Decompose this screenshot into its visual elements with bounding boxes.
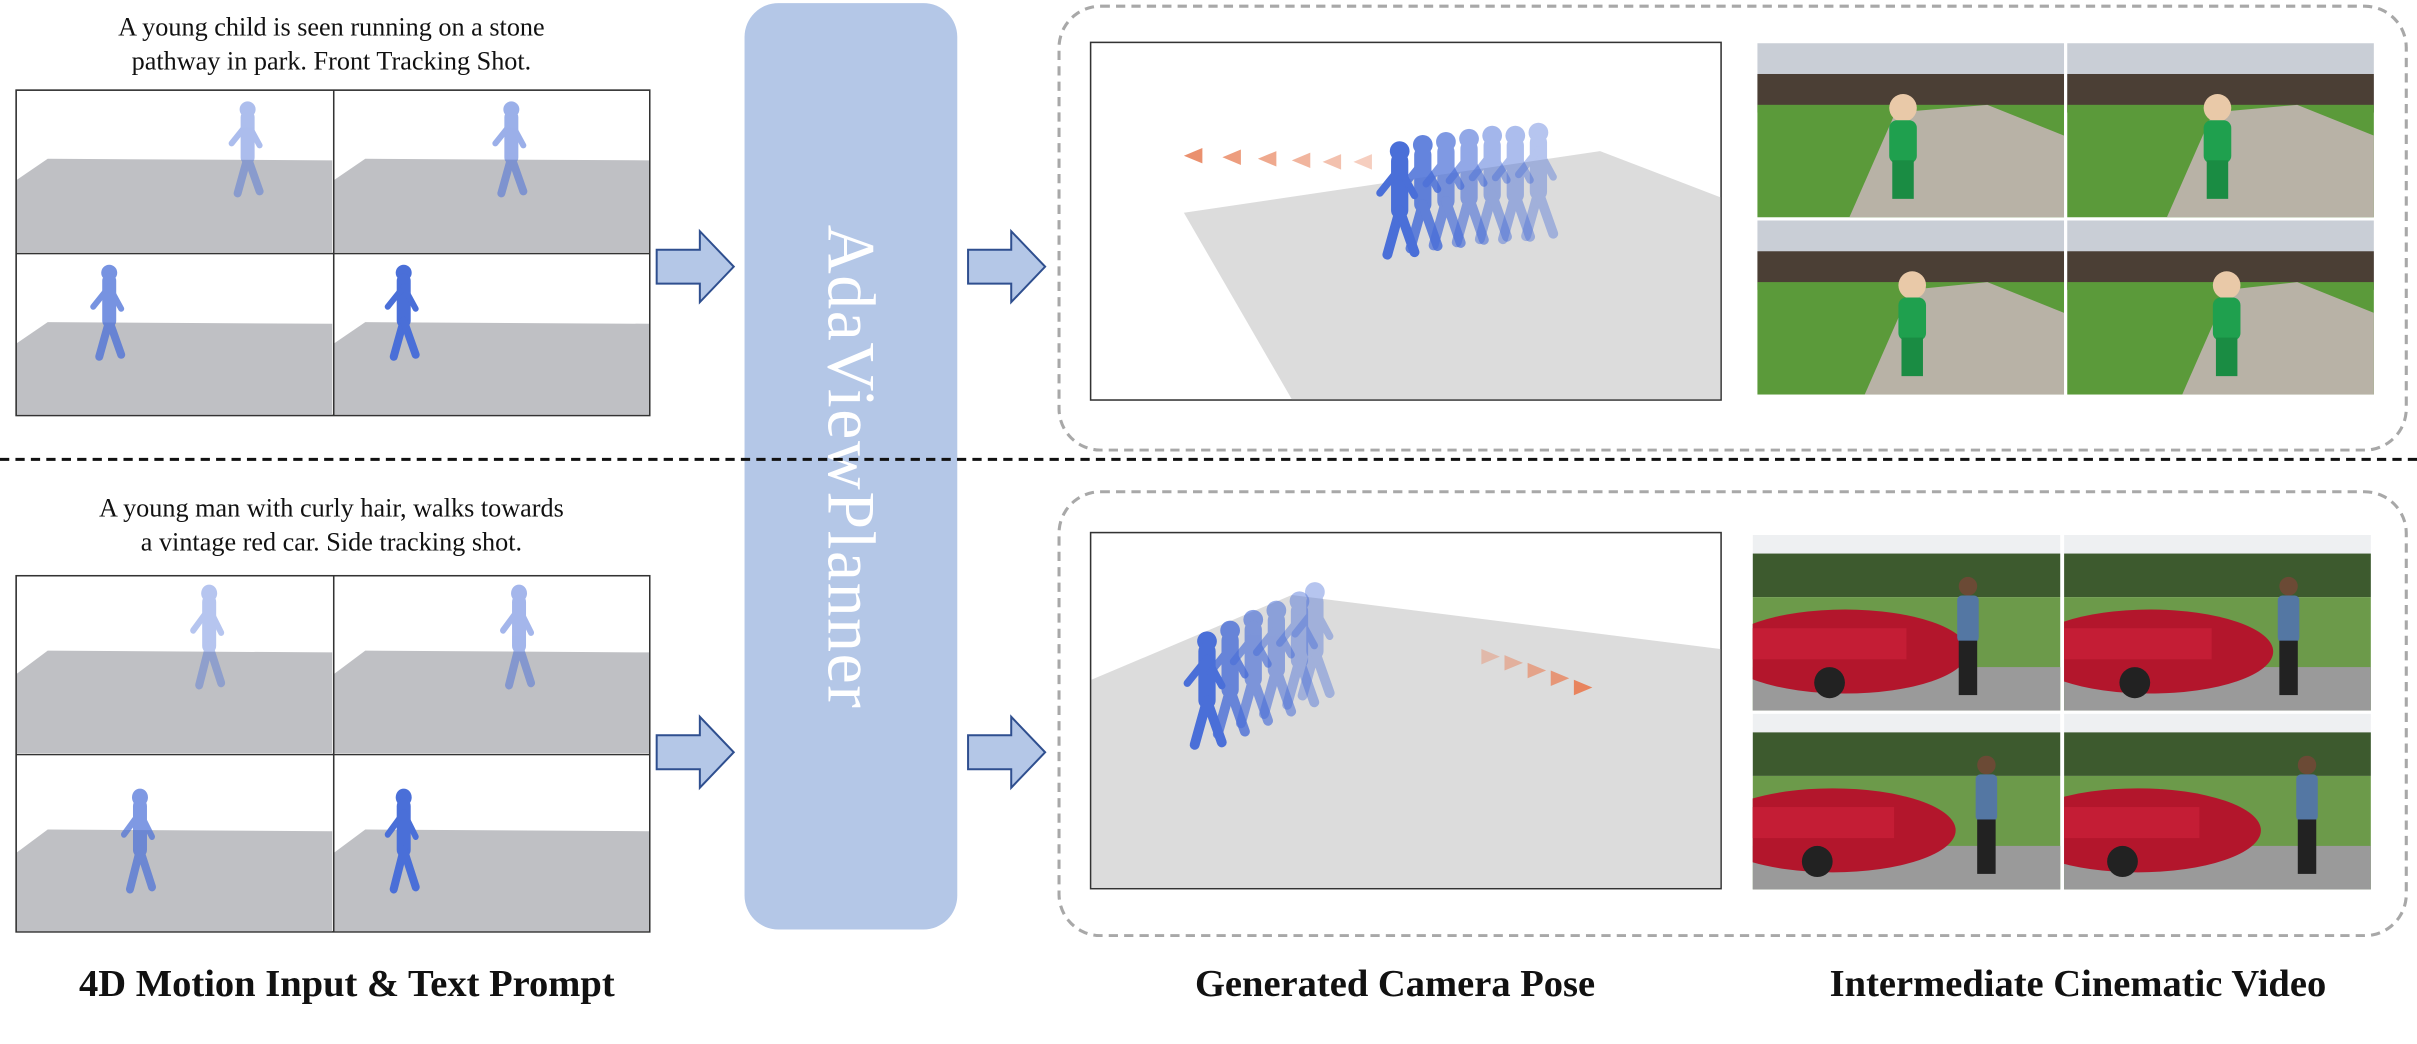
motion-frame (333, 253, 649, 416)
prompt-line: A young man with curly hair, walks towar… (99, 493, 564, 523)
cinematic-video-frames-2 (1752, 534, 2371, 890)
video-frame (2067, 43, 2374, 218)
prompt-row-1: A young child is seen running on a stone… (8, 11, 655, 79)
camera-cone-icon (1353, 154, 1372, 170)
right-arrow-icon (655, 714, 736, 791)
motion-frame (16, 576, 333, 754)
video-frame (1757, 43, 2065, 218)
right-arrow-icon (967, 228, 1047, 305)
output-box-1 (1057, 4, 2408, 452)
video-frame (1752, 534, 2061, 711)
camera-cone-icon (1504, 655, 1524, 671)
motion-input-grid-2 (15, 574, 651, 933)
motion-frame (333, 576, 649, 754)
motion-frame (16, 90, 333, 253)
prompt-row-2: A young man with curly hair, walks towar… (8, 492, 655, 560)
camera-cone-icon (1222, 149, 1241, 165)
video-label: Intermediate Cinematic Video (1829, 963, 2327, 1006)
camera-cone-icon (1481, 648, 1500, 665)
motion-frame (333, 90, 649, 253)
camera-pose-render-1 (1089, 41, 1722, 401)
video-frame (1757, 220, 2065, 395)
camera-label: Generated Camera Pose (1194, 963, 1596, 1006)
row-divider (0, 457, 2417, 461)
motion-frame (16, 253, 333, 416)
prompt-line: pathway in park. Front Tracking Shot. (131, 46, 532, 76)
motion-frame (333, 90, 649, 253)
camera-cone-icon (1322, 154, 1342, 170)
right-arrow-icon (967, 714, 1047, 791)
video-frame (2063, 713, 2371, 890)
cinematic-video-frames-1 (1757, 43, 2374, 395)
adaviewplanner-block: AdaViewPlanner (744, 3, 958, 930)
prompt-line: a vintage red car. Side tracking shot. (140, 527, 523, 557)
prompt-line: A young child is seen running on a stone (118, 12, 545, 42)
right-arrow-icon (655, 228, 736, 305)
camera-cone-icon (1183, 147, 1203, 164)
camera-cone-icon (1573, 679, 1593, 696)
motion-frame (16, 90, 333, 253)
motion-frame (16, 253, 333, 416)
motion-frame (333, 754, 649, 932)
motion-frame (333, 576, 649, 754)
video-frame (2063, 534, 2371, 711)
motion-frame (16, 576, 333, 754)
camera-cone-icon (1257, 151, 1277, 167)
planner-label: AdaViewPlanner (813, 223, 889, 709)
motion-frame (16, 754, 333, 932)
motion-input-grid-1 (15, 89, 651, 417)
camera-cone-icon (1527, 662, 1547, 679)
video-frame (2067, 220, 2374, 395)
video-frame (1752, 713, 2061, 890)
input-label: 4D Motion Input & Text Prompt (79, 963, 615, 1006)
camera-cone-icon (1291, 152, 1311, 169)
camera-cone-icon (1550, 670, 1570, 686)
motion-frame (333, 754, 649, 932)
motion-frame (16, 754, 333, 932)
output-box-2 (1057, 490, 2408, 938)
camera-pose-render-2 (1089, 531, 1722, 890)
motion-frame (333, 253, 649, 416)
